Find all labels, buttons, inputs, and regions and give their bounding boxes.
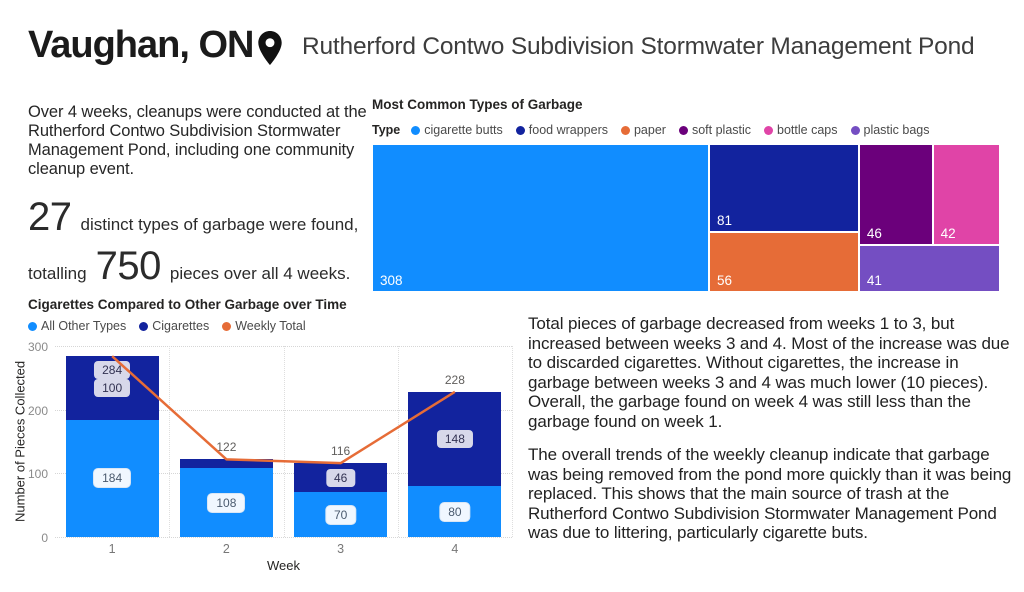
treemap-tile-bottle-caps[interactable]: 42 [932,144,1000,245]
legend-item-label: All Other Types [41,319,127,333]
data-label-all-other-types: 108 [208,493,245,512]
y-axis-tick: 200 [27,403,48,418]
x-axis-tick: 3 [337,542,345,556]
legend-item-bottle-caps[interactable]: bottle caps [764,123,838,137]
legend-dot-icon [678,125,688,135]
summary-block: Over 4 weeks, cleanups were conducted at… [28,103,376,289]
legend-dot-icon [764,125,774,135]
data-label-weekly-total: 228 [444,372,465,387]
gridline [512,346,513,537]
legend-dot-icon [28,321,37,331]
treemap-tile-value: 308 [380,273,403,288]
page-subtitle: Rutherford Contwo Subdivision Stormwater… [302,33,975,60]
x-axis-tick: 2 [222,542,230,556]
legend-dot-icon [411,125,421,135]
y-axis-tick: 300 [27,340,48,354]
data-label-cigarettes: 100 [94,379,131,398]
treemap-tile-value: 81 [716,212,732,228]
treemap-legend-field-label: Type [372,123,401,137]
legend-item-label: Weekly Total [235,319,306,333]
bar-segment-cigarettes-week-2[interactable] [179,459,273,469]
treemap-legend: Type cigarette butts food wrappers paper so… [372,123,1000,137]
gridline [283,346,285,537]
stat-line-types: 27 distinct types of garbage were found, [28,195,376,240]
legend-item-label: food wrappers [528,123,608,137]
data-label-all-other-types: 184 [94,469,131,488]
treemap-tile-value: 42 [940,225,956,241]
legend-dot-icon [139,321,149,331]
summary-intro: Over 4 weeks, cleanups were conducted at… [28,103,367,178]
legend-item-label: bottle caps [777,123,838,137]
legend-item-label: paper [633,123,666,137]
legend-item-food-wrappers[interactable]: food wrappers [515,123,608,137]
data-label-cigarettes: 148 [436,429,473,448]
legend-item-cigarettes[interactable]: Cigarettes [139,319,209,333]
stat-total-suffix: pieces over all 4 weeks. [169,264,351,283]
stat-line-total: totalling 750 pieces over all 4 weeks. [28,244,376,289]
y-axis-tick: 100 [27,467,48,482]
gridline [169,346,171,537]
legend-item-label: cigarette butts [424,123,503,137]
treemap-tile-plastic-bags[interactable]: 41 [858,244,1000,292]
y-axis-title: Number of Pieces Collected [12,360,28,523]
x-axis-tick: 4 [451,542,459,556]
stat-total-pieces-value: 750 [95,244,162,288]
treemap-chart-card: Most Common Types of Garbage Type cigare… [372,97,1000,292]
analysis-block: Total pieces of garbage decreased from w… [528,314,1020,543]
bar-chart-title: Cigarettes Compared to Other Garbage ove… [28,297,347,312]
stat-distinct-types-text: distinct types of garbage were found, [80,215,359,234]
treemap-tile-value: 56 [716,272,732,288]
treemap-tile-food-wrappers[interactable]: 81 [708,144,859,232]
page-title: Vaughan, ON [28,24,254,66]
data-label-weekly-total: 122 [216,440,237,455]
gridline [55,537,512,538]
treemap-tile-paper[interactable]: 56 [708,231,859,292]
treemap-title: Most Common Types of Garbage [372,97,583,112]
legend-item-cigarette-butts[interactable]: cigarette butts [411,123,503,137]
stat-total-prefix: totalling [28,264,87,283]
treemap-tile-value: 41 [866,272,882,288]
legend-item-paper[interactable]: paper [620,123,666,137]
bar-chart-legend: All Other Types Cigarettes Weekly Total [28,319,306,333]
gridline [397,346,399,537]
bar-chart-card: Cigarettes Compared to Other Garbage ove… [10,295,515,580]
legend-dot-icon [222,321,232,331]
treemap-tile-soft-plastic[interactable]: 46 [858,144,933,245]
legend-item-plastic-bags[interactable]: plastic bags [850,123,930,137]
legend-item-all-other-types[interactable]: All Other Types [28,319,126,333]
legend-item-soft-plastic[interactable]: soft plastic [678,123,752,137]
x-axis-tick: 1 [108,542,116,556]
data-label-cigarettes: 46 [325,468,356,487]
legend-item-label: plastic bags [863,123,930,137]
x-axis-title: Week [267,558,300,573]
y-axis-tick: 0 [41,531,48,545]
legend-item-weekly-total[interactable]: Weekly Total [222,319,306,333]
analysis-paragraph-2: The overall trends of the weekly cleanup… [528,445,1012,542]
treemap-tile-value: 46 [866,225,882,241]
data-label-all-other-types: 80 [440,502,470,521]
legend-dot-icon [850,125,860,135]
map-pin-icon [258,31,282,65]
stat-distinct-types-value: 27 [28,195,72,239]
weekly-total-line [111,355,456,465]
legend-dot-icon [515,125,525,135]
data-label-weekly-total: 116 [331,444,351,459]
legend-item-label: soft plastic [691,123,752,137]
legend-item-label: Cigarettes [152,319,210,333]
treemap-plot-area: 308 81 56 46 42 41 [372,144,1000,292]
legend-dot-icon [620,125,630,135]
treemap-tile-cigarette-butts[interactable]: 308 [372,144,709,292]
analysis-paragraph-1: Total pieces of garbage decreased from w… [528,314,1010,431]
data-label-all-other-types: 70 [325,505,356,524]
